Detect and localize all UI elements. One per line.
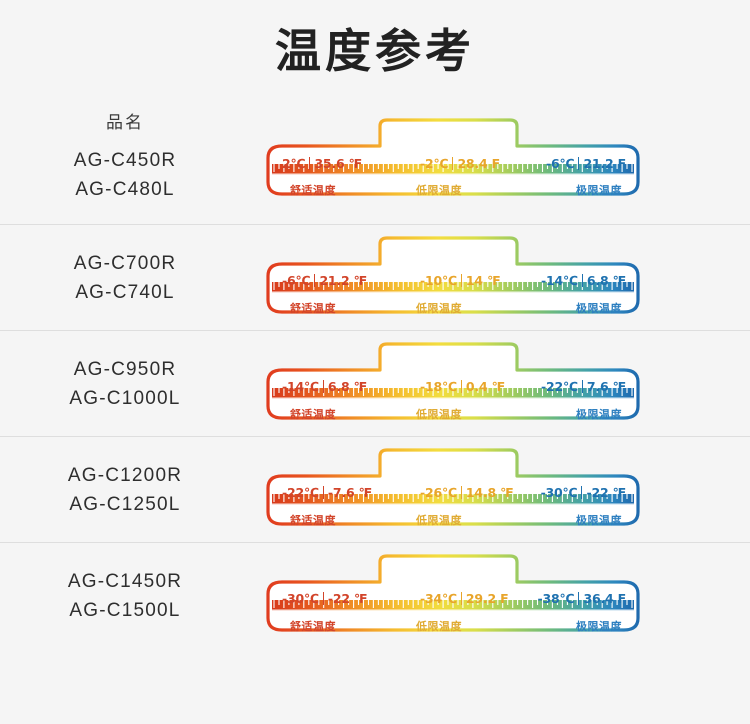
thermometer-outline — [266, 235, 640, 314]
product-name: AG-C1200R — [67, 464, 183, 486]
product-name: AG-C950R — [73, 358, 177, 380]
product-name: AG-C1450R — [67, 570, 183, 592]
product-name: AG-C480L — [75, 179, 175, 200]
column-header-product-name: 品名 — [106, 113, 144, 133]
product-name-cell: AG-C1450R AG-C1500L — [0, 567, 250, 625]
thermometer-outline — [266, 118, 640, 196]
thermometer-outline — [266, 553, 640, 632]
product-name: AG-C1250L — [69, 493, 181, 515]
thermometer-outline — [266, 341, 640, 420]
product-name-cell: AG-C950R AG-C1000L — [0, 355, 250, 413]
thermometer-outline — [266, 447, 640, 526]
product-name: AG-C740L — [75, 281, 175, 303]
product-name: AG-C1500L — [69, 599, 181, 621]
page-title: 温度参考 — [275, 24, 475, 78]
product-name: AG-C450R — [73, 150, 177, 171]
product-name-cell: AG-C700R AG-C740L — [0, 249, 250, 307]
product-name: AG-C1000L — [69, 387, 181, 409]
product-name-cell: AG-C450R AG-C480L — [0, 116, 250, 204]
product-name: AG-C700R — [73, 252, 177, 274]
product-name-cell: AG-C1200R AG-C1250L — [0, 461, 250, 519]
